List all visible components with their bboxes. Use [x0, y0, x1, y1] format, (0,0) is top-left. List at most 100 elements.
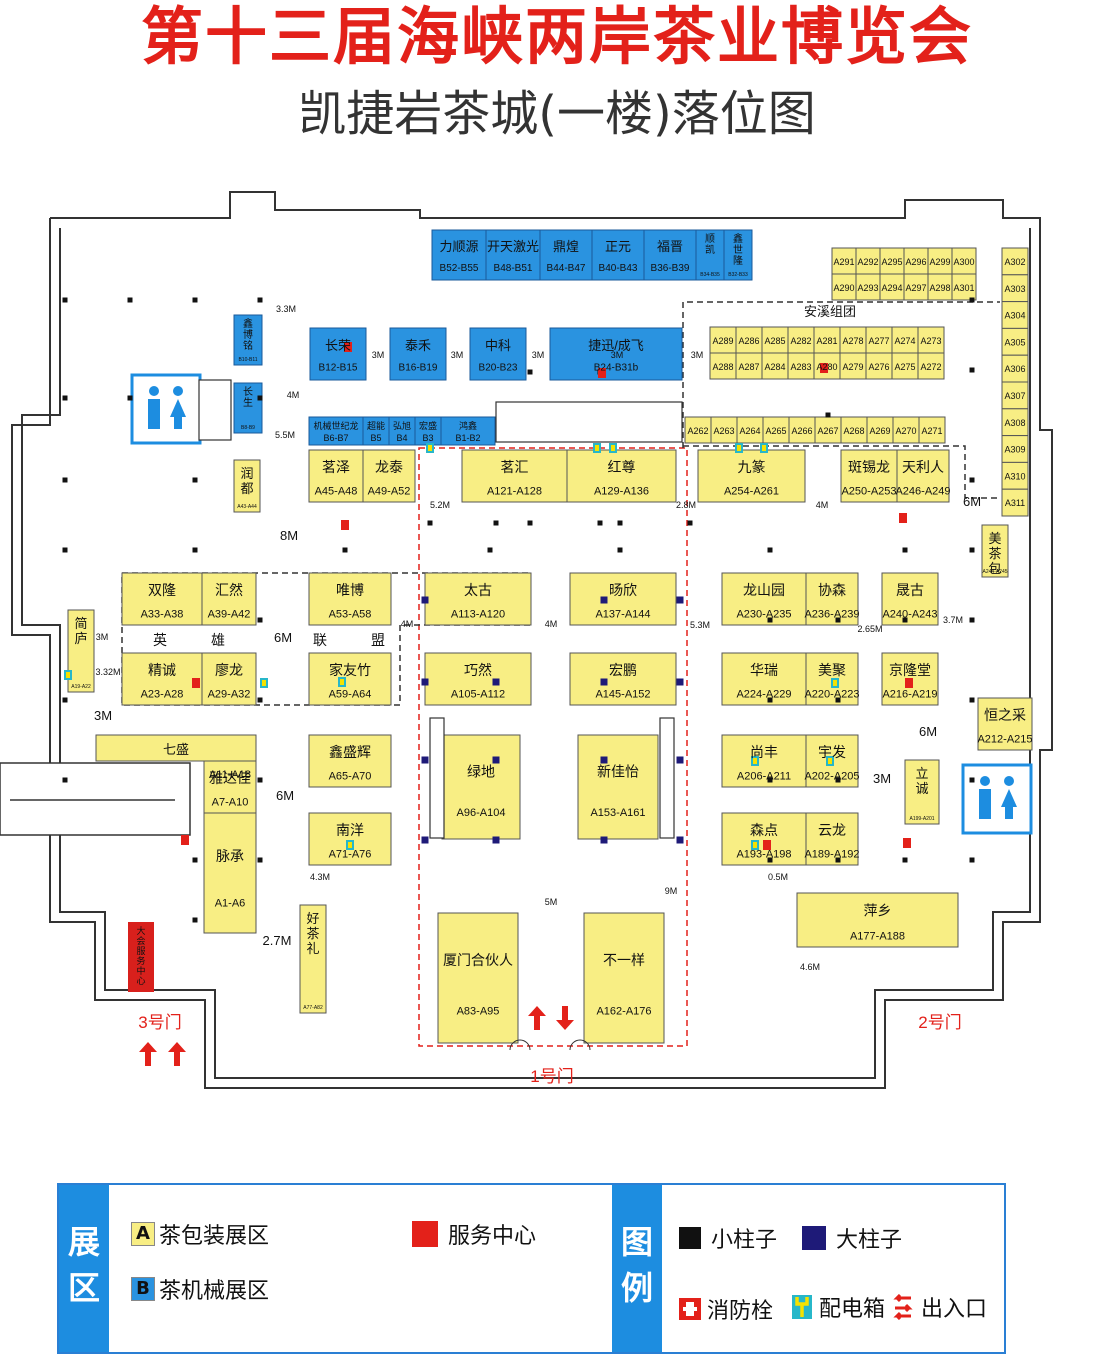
legend-power: 配电箱 — [791, 1291, 885, 1323]
group-yingxiong-label: 联 — [313, 632, 327, 648]
booth-code: A129-A136 — [594, 486, 649, 498]
small-pillar — [62, 477, 68, 483]
cell-code: A310 — [1004, 471, 1025, 481]
legend-a-zone: A 茶包装展区 — [131, 1218, 269, 1250]
small-pillar — [617, 547, 623, 553]
restroom-block — [961, 763, 1033, 835]
hydrant-icon — [905, 678, 913, 688]
booth-name: 绿地 — [467, 764, 495, 780]
booth-name: 鸿鑫 — [459, 420, 477, 431]
booth-code: A53-A58 — [329, 609, 372, 621]
power-box-icon — [66, 672, 70, 678]
dimension-label: 5M — [545, 897, 558, 907]
booth-name: 长 — [243, 386, 253, 398]
grid-cell — [855, 247, 881, 275]
cell-code: A271 — [921, 426, 942, 436]
restroom-icon — [1001, 789, 1017, 819]
booth-code: A236-A239 — [804, 609, 859, 621]
hydrant-icon — [763, 840, 771, 850]
booth-name: 开天激光 — [487, 239, 539, 254]
booth-name: 茶 — [306, 926, 319, 941]
tea-booth — [308, 572, 392, 626]
booth-name: 斑锡龙 — [848, 459, 890, 475]
dimension-label: 4M — [287, 390, 300, 400]
tea-booth — [796, 892, 959, 948]
power-box-icon — [737, 445, 741, 451]
booth-name: 泰禾 — [405, 338, 431, 353]
booth-code: A189-A192 — [804, 849, 859, 861]
booth-code: B52-B55 — [440, 263, 479, 274]
dimension-label: 3M — [611, 350, 624, 360]
dimension-label: 6M — [919, 724, 937, 739]
booth-name: 鑫 — [243, 317, 253, 330]
tea-booth — [424, 572, 532, 626]
big-pillar — [421, 678, 429, 686]
booth-code: A202-A205 — [804, 771, 859, 783]
restroom-icon — [173, 386, 183, 396]
small-pillar — [427, 520, 433, 526]
tea-booth — [67, 609, 95, 693]
booth-code: B12-B15 — [319, 363, 358, 374]
booth-code: B20-B23 — [479, 363, 518, 374]
grid-cell — [865, 352, 893, 380]
grid-cell — [813, 326, 841, 354]
small-pillar — [687, 520, 693, 526]
cell-code: A308 — [1004, 418, 1025, 428]
booth-code: A244-A245 — [982, 569, 1007, 575]
booth-name: 巧然 — [464, 662, 492, 678]
cell-code: A272 — [920, 362, 941, 372]
booth-name: 九篆 — [738, 459, 766, 475]
booth-code: B4 — [396, 433, 407, 443]
hydrant-icon — [341, 520, 349, 530]
small-pillar — [257, 857, 263, 863]
small-pillar — [767, 777, 773, 783]
restroom-icon — [148, 399, 160, 429]
service-center-label: 中 — [136, 965, 145, 976]
booth-code: A153-A161 — [590, 807, 645, 819]
booth-name: 宏盛 — [419, 420, 437, 431]
booth-name: 晟古 — [896, 582, 924, 598]
tea-booth — [577, 734, 659, 840]
small-pillar — [597, 520, 603, 526]
small-pillar — [767, 857, 773, 863]
machine-booth — [362, 416, 390, 446]
dimension-label: 4.3M — [310, 872, 330, 882]
machine-booth — [309, 327, 367, 381]
grid-cell — [788, 416, 816, 444]
hydrant-icon — [899, 513, 907, 523]
tea-booth — [840, 449, 898, 503]
machine-booth — [643, 229, 697, 281]
booth-name: 庐 — [74, 631, 87, 646]
cell-code: A264 — [739, 426, 760, 436]
legend-key-label: 图例 — [612, 1185, 662, 1352]
dimension-label: 4.6M — [800, 962, 820, 972]
booth-code: B1-B2 — [455, 433, 480, 443]
small-pillar — [902, 547, 908, 553]
big-pillar — [600, 756, 608, 764]
escalator — [429, 717, 445, 839]
cell-code: A280 — [816, 362, 837, 372]
booth-name: 森点 — [750, 822, 778, 838]
small-pillar — [617, 520, 623, 526]
dimension-label: 3M — [372, 350, 385, 360]
group-yingxiong-label: 英 — [153, 632, 167, 648]
booth-name: 萍乡 — [864, 903, 892, 919]
booth-name: 鼎煌 — [553, 239, 579, 254]
booth-code: A212-A215 — [977, 734, 1032, 746]
booth-code: A250-A253 — [841, 486, 896, 498]
big-pillar — [421, 596, 429, 604]
small-pillar — [192, 477, 198, 483]
small-pillar — [767, 547, 773, 553]
small-pillar — [62, 697, 68, 703]
service-center-label: 服 — [136, 946, 145, 956]
floor-plan-map: 力顺源B52-B55开天激光B48-B51鼎煌B44-B47正元B40-B43福… — [0, 191, 1053, 1089]
booth-code: A113-A120 — [451, 609, 505, 621]
booth-code: A59-A64 — [329, 689, 372, 701]
dimension-label: 2.7M — [263, 933, 292, 948]
cell-code: A285 — [764, 336, 785, 346]
booth-name: 厦门合伙人 — [443, 952, 513, 968]
tea-booth — [308, 812, 392, 866]
dimension-label: 4M — [401, 619, 414, 629]
cell-code: A275 — [894, 362, 915, 372]
legend-exit: 出入口 — [891, 1291, 987, 1323]
